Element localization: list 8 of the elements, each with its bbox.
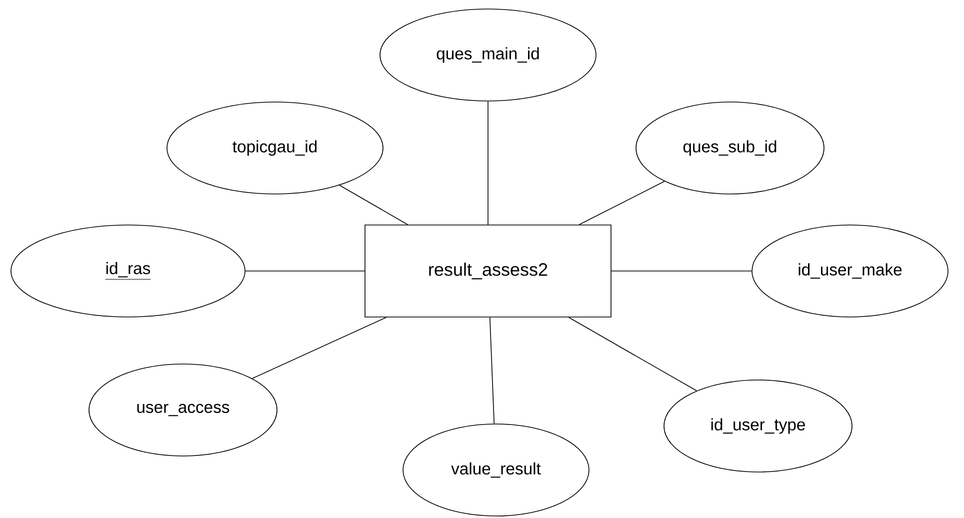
connector-line bbox=[568, 317, 697, 392]
connector-line bbox=[339, 184, 408, 225]
entity-box: result_assess2 bbox=[364, 224, 612, 318]
connector-line bbox=[252, 317, 387, 379]
connector-line bbox=[245, 270, 365, 272]
connector-line bbox=[578, 180, 665, 225]
connector-line bbox=[489, 317, 495, 424]
connector-line bbox=[611, 270, 752, 272]
